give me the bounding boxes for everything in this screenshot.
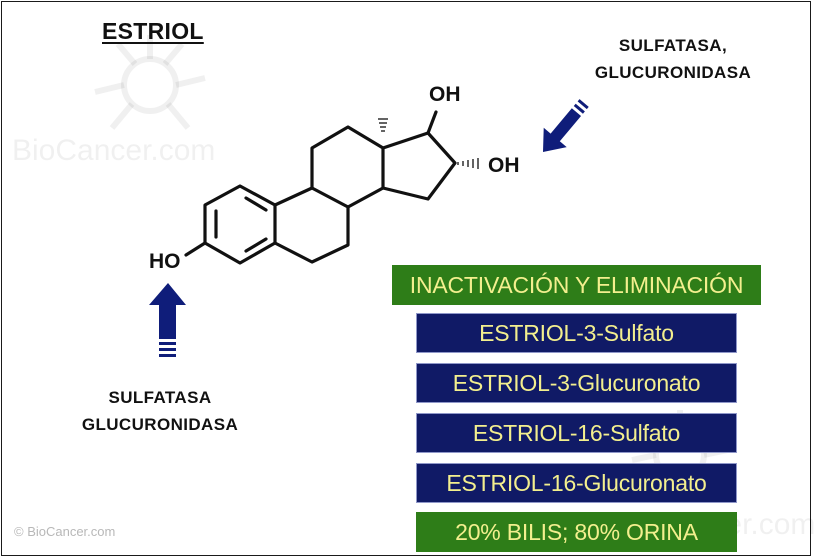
metabolite-box-1: ESTRIOL-3-Sulfato (416, 313, 737, 353)
watermark-logo-left (94, 35, 206, 130)
stereo-wedges (378, 118, 479, 169)
enzyme-label-top-right-line2: GLUCURONIDASA (594, 63, 752, 82)
ho-left-label: HO (149, 250, 181, 273)
estriol-structure (184, 110, 457, 265)
oh-top-label: OH (429, 83, 461, 106)
metabolite-box-4: ESTRIOL-16-Glucuronato (416, 463, 737, 503)
panel-header-box: INACTIVACIÓN Y ELIMINACIÓN (392, 265, 761, 305)
arrow-top-right (543, 99, 589, 152)
metabolite-box-2: ESTRIOL-3-Glucuronato (416, 363, 737, 403)
enzyme-label-top-right-line1: SULFATASA, (618, 36, 728, 55)
excretion-box: 20% BILIS; 80% ORINA (416, 512, 737, 552)
enzyme-label-top-right: SULFATASA, GLUCURONIDASA (548, 32, 798, 86)
arrow-bottom-left (149, 283, 186, 357)
enzyme-label-bottom-left: SULFATASA GLUCURONIDASA (45, 384, 275, 438)
enzyme-label-bottom-left-line1: SULFATASA (108, 388, 212, 407)
watermark-text-left: BioCancer.com (12, 134, 216, 167)
enzyme-label-bottom-left-line2: GLUCURONIDASA (81, 415, 239, 434)
metabolite-box-3: ESTRIOL-16-Sulfato (416, 413, 737, 453)
oh-right-label: OH (488, 154, 520, 177)
copyright-text: © BioCancer.com (14, 524, 116, 539)
page-title: ESTRIOL (102, 18, 204, 44)
